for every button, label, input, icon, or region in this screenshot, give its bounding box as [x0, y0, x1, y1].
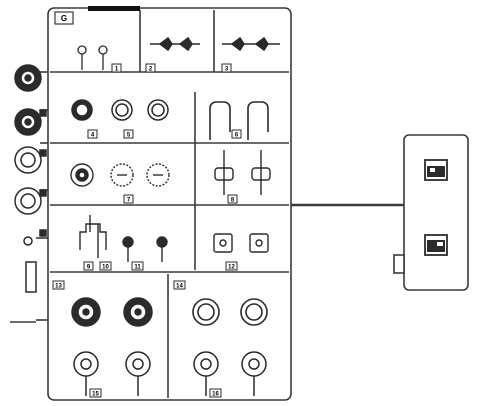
part-label-1: 1 [115, 67, 119, 73]
part-label-6: 6 [235, 133, 239, 139]
part-label-9: 9 [87, 265, 91, 271]
part-label-4: 4 [91, 133, 95, 139]
part-3-clips [222, 36, 280, 52]
part-14-rings [192, 298, 268, 326]
part-label-3: 3 [225, 67, 229, 73]
part-label-8: 8 [231, 198, 235, 204]
part-8-blocks [214, 150, 271, 195]
part-2-clips [150, 36, 200, 52]
part-6-brackets [209, 101, 269, 140]
part-label-12: 12 [228, 265, 235, 271]
part-12-plates [213, 233, 269, 253]
part-label-10: 10 [102, 265, 109, 271]
part-16-cogs [193, 351, 267, 396]
part-9-10-frame [79, 215, 107, 258]
loose-wheels [14, 64, 47, 246]
part-15-cogs [73, 351, 151, 396]
part-label-15: 15 [92, 392, 99, 398]
decal-icon-bottom [424, 234, 448, 256]
part-label-2: 2 [149, 67, 153, 73]
part-label-5: 5 [127, 133, 131, 139]
sprue-letter: G [61, 14, 67, 23]
part-4-5-rings [71, 99, 169, 121]
decal-panel [393, 134, 469, 291]
part-label-11: 11 [134, 265, 141, 271]
sprue-gate-bar [88, 6, 140, 11]
decal-icon-top [424, 159, 448, 181]
part-11-knobs [122, 236, 168, 262]
sprue-tag [54, 11, 74, 25]
part-label-7: 7 [127, 198, 131, 204]
part-number-tags: 1 2 3 4 5 6 7 8 9 10 11 12 13 14 15 16 [52, 63, 242, 398]
part-7-discs [70, 163, 170, 187]
part-13-wheels [71, 297, 153, 327]
part-1-pins [77, 45, 108, 70]
part-label-13: 13 [55, 284, 62, 290]
sprue-frame [10, 7, 404, 401]
part-label-16: 16 [212, 392, 219, 398]
part-label-14: 14 [176, 284, 183, 290]
